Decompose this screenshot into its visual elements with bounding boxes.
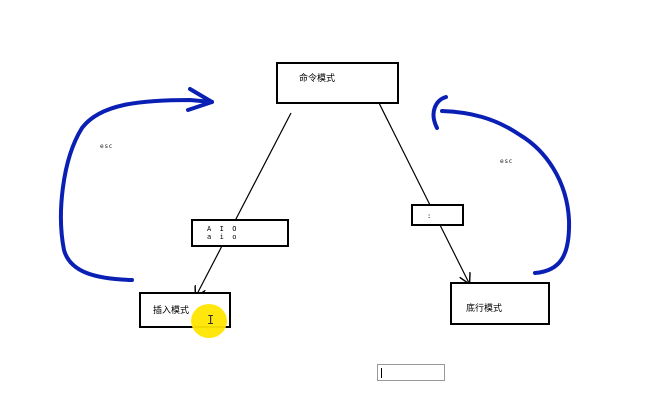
colon-key-box: :	[411, 204, 464, 226]
last-line-mode-label: 底行模式	[466, 304, 503, 314]
insert-keys-lower: a i o	[207, 233, 237, 241]
last-line-mode-node: 底行模式	[450, 282, 550, 325]
left-esc-arrowhead	[186, 87, 214, 112]
colon-key-label: :	[427, 212, 432, 220]
text-caret	[381, 368, 382, 378]
ibeam-cursor-icon: I	[207, 313, 215, 327]
esc-label-right: esc	[500, 158, 514, 165]
right-esc-arrowhead	[431, 95, 448, 130]
insert-mode-label: 插入模式	[153, 306, 190, 316]
cursor-highlight	[191, 304, 227, 338]
text-input-box[interactable]	[377, 364, 445, 381]
command-mode-node: 命令模式	[276, 62, 399, 104]
left-esc-curve	[59, 97, 214, 282]
arrow-command-to-lastline	[378, 102, 469, 283]
right-esc-curve	[440, 109, 572, 275]
command-mode-label: 命令模式	[299, 74, 336, 84]
insert-keys-box: A I O a i o	[191, 219, 289, 247]
insert-keys-upper: A I O	[207, 225, 237, 233]
esc-label-left: esc	[100, 143, 114, 150]
arrow-command-to-insert	[196, 112, 292, 296]
